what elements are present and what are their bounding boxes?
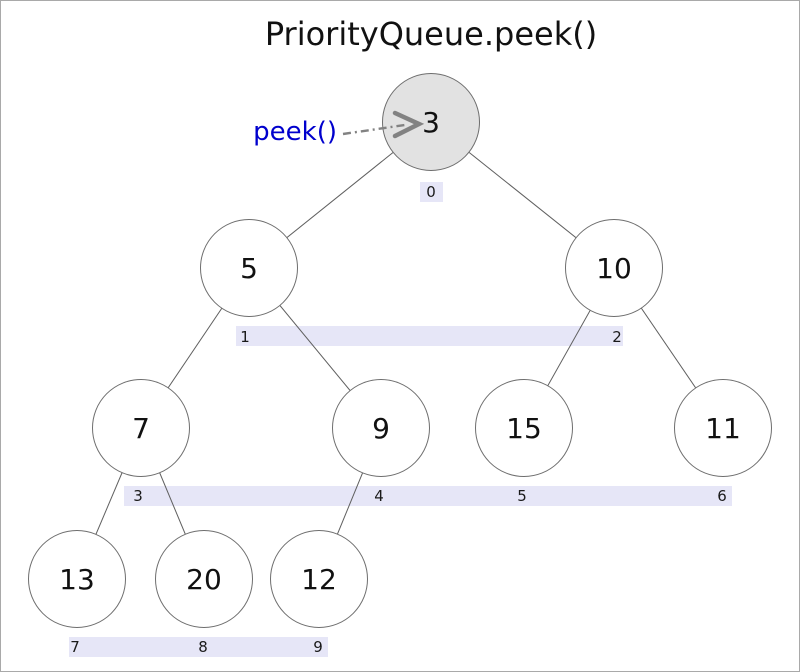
index-label: 5 (517, 487, 527, 505)
index-label: 6 (717, 487, 727, 505)
index-band-level-2 (124, 486, 732, 506)
heap-node: 20 (155, 530, 253, 628)
index-label: 4 (374, 487, 384, 505)
index-label: 2 (612, 328, 622, 346)
heap-node: 7 (92, 379, 190, 477)
heap-node-root: 3 (382, 73, 480, 171)
index-band-level-1 (236, 326, 623, 346)
index-label: 1 (240, 328, 250, 346)
heap-node: 10 (565, 219, 663, 317)
peek-label: peek() (253, 117, 337, 147)
index-label: 0 (426, 183, 436, 201)
heap-node: 11 (674, 379, 772, 477)
heap-node: 9 (332, 379, 430, 477)
index-band-level-3 (69, 637, 328, 657)
index-label: 9 (313, 638, 323, 656)
heap-node: 12 (270, 530, 368, 628)
heap-node: 5 (200, 219, 298, 317)
heap-node: 13 (28, 530, 126, 628)
index-label: 8 (198, 638, 208, 656)
index-label: 7 (70, 638, 80, 656)
heap-node: 15 (475, 379, 573, 477)
index-label: 3 (133, 487, 143, 505)
diagram-title: PriorityQueue.peek() (264, 15, 598, 53)
